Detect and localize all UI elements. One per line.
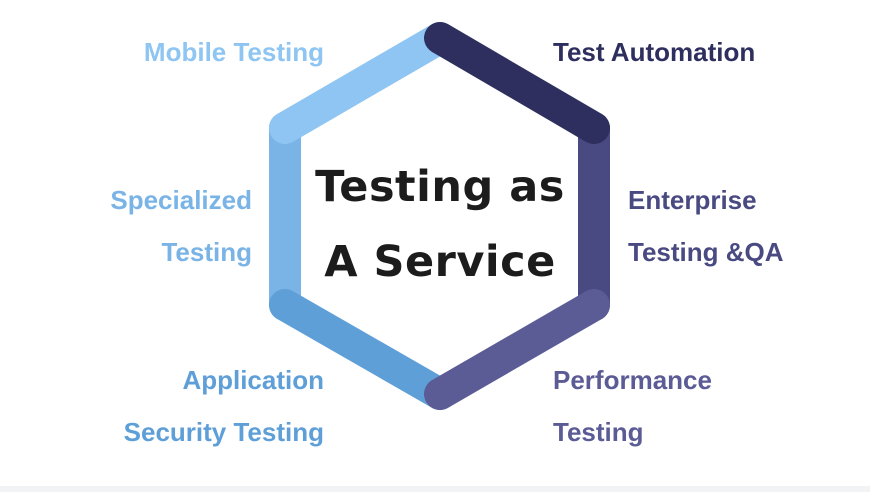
label-security-line2: Security Testing — [123, 417, 324, 447]
label-test-automation-text: Test Automation — [553, 37, 756, 67]
segment-top-left — [269, 22, 456, 144]
label-mobile-testing-text: Mobile Testing — [143, 37, 324, 67]
center-title-line1: Testing as — [315, 162, 565, 212]
segment-top-right — [424, 22, 610, 144]
footer-strip — [0, 486, 870, 492]
label-specialized-testing: Specialized Testing — [110, 174, 252, 278]
label-performance-line2: Testing — [553, 417, 644, 447]
label-security-line1: Application — [182, 365, 324, 395]
label-test-automation: Test Automation — [553, 26, 755, 78]
label-enterprise-line1: Enterprise — [628, 185, 757, 215]
label-specialized-line2: Testing — [161, 237, 252, 267]
segment-bottom-right — [424, 289, 610, 410]
segment-bottom-left — [269, 289, 456, 410]
label-mobile-testing: Mobile Testing — [144, 26, 324, 78]
label-enterprise-line2: Testing &QA — [628, 237, 784, 267]
label-security-testing: Application Security Testing — [124, 354, 324, 458]
label-performance-line1: Performance — [553, 365, 712, 395]
center-title: Testing as A Service — [300, 150, 580, 300]
center-title-line2: A Service — [324, 237, 556, 287]
label-performance-testing: Performance Testing — [553, 354, 712, 458]
label-specialized-line1: Specialized — [110, 185, 252, 215]
label-enterprise-testing: Enterprise Testing &QA — [628, 174, 784, 278]
